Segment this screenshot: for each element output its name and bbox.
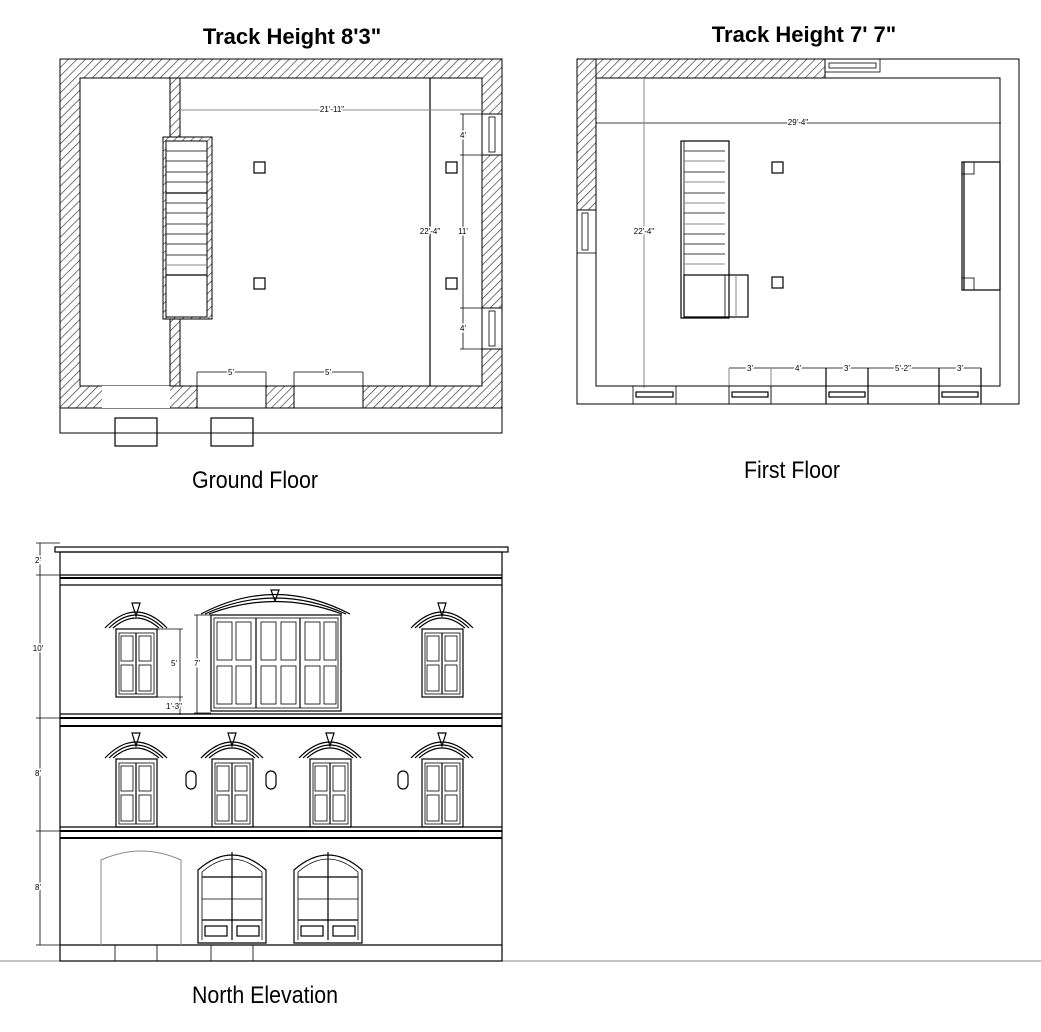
dim-seg-2: 4' xyxy=(795,364,801,373)
first-floor-title: Track Height 7' 7" xyxy=(712,22,896,47)
first-floor-plan: Track Height 7' 7" 29'-4" 22'-4" xyxy=(576,22,1020,484)
column xyxy=(253,277,266,290)
ground-floor-title: Track Height 8'3" xyxy=(203,24,381,49)
window xyxy=(825,385,869,405)
wall-lamp xyxy=(397,770,409,790)
arched-window xyxy=(410,602,474,698)
dim-seg-4: 5'-2" xyxy=(895,364,911,373)
dim-seg-3: 3' xyxy=(844,364,850,373)
arched-window xyxy=(298,732,362,828)
arched-window xyxy=(410,732,474,828)
window xyxy=(632,385,677,405)
counter xyxy=(961,161,1001,291)
window xyxy=(576,209,597,254)
dim-depth: 22'-4" xyxy=(420,227,441,236)
dim-middle-storey: 8' xyxy=(35,769,41,778)
door-opening xyxy=(293,385,364,409)
ground-floor-caption: Ground Floor xyxy=(192,467,318,494)
arched-door xyxy=(293,851,363,944)
door-opening xyxy=(196,385,267,409)
staircase xyxy=(162,136,213,320)
column xyxy=(445,161,458,174)
window xyxy=(481,307,503,350)
entry-step xyxy=(114,417,158,447)
arched-window xyxy=(200,732,264,828)
arched-entry xyxy=(100,850,182,945)
dim-sill-height: 1'-3" xyxy=(166,702,182,711)
dim-parapet: 2' xyxy=(35,556,41,565)
dim-window-bottom: 4' xyxy=(460,324,466,333)
arched-window xyxy=(104,602,168,698)
arched-window xyxy=(104,732,168,828)
column xyxy=(445,277,458,290)
dim-seg-5: 3' xyxy=(957,364,963,373)
dim-door-2: 5' xyxy=(325,368,331,377)
window xyxy=(481,113,503,156)
dim-door-1: 5' xyxy=(228,368,234,377)
dim-large-window-height: 7' xyxy=(194,659,200,668)
window xyxy=(728,385,772,405)
facade xyxy=(59,551,503,962)
dim-width: 29'-4" xyxy=(788,118,809,127)
column xyxy=(771,276,784,289)
floor-area xyxy=(79,77,483,387)
column xyxy=(253,161,266,174)
north-elevation: 2' 10' 8' 8' 5' 7' 1'-3" North Elevation xyxy=(0,542,1041,1009)
column xyxy=(771,161,784,174)
dim-ground-storey: 8' xyxy=(35,883,41,892)
dim-window-top: 4' xyxy=(460,131,466,140)
dim-top-storey: 10' xyxy=(33,644,44,653)
window xyxy=(824,58,881,73)
north-elevation-caption: North Elevation xyxy=(192,982,338,1009)
large-arched-window xyxy=(200,589,351,712)
dim-window-height: 5' xyxy=(171,659,177,668)
sidewalk-band xyxy=(59,407,503,434)
step xyxy=(114,944,158,962)
wall-lamp xyxy=(185,770,197,790)
dim-wall-span: 11' xyxy=(458,227,468,236)
first-floor-caption: First Floor xyxy=(744,457,840,484)
step xyxy=(210,944,254,962)
floor-area xyxy=(595,77,1001,387)
cornice xyxy=(54,546,509,553)
wall-lamp xyxy=(265,770,277,790)
dim-depth: 22'-4" xyxy=(634,227,655,236)
ground-floor-plan: Track Height 8'3" xyxy=(59,24,503,494)
entry-step xyxy=(210,417,254,447)
staircase xyxy=(680,140,749,319)
dim-width: 21'-11" xyxy=(320,105,344,114)
arched-door xyxy=(197,852,267,944)
window xyxy=(938,385,982,405)
dim-seg-1: 3' xyxy=(747,364,753,373)
